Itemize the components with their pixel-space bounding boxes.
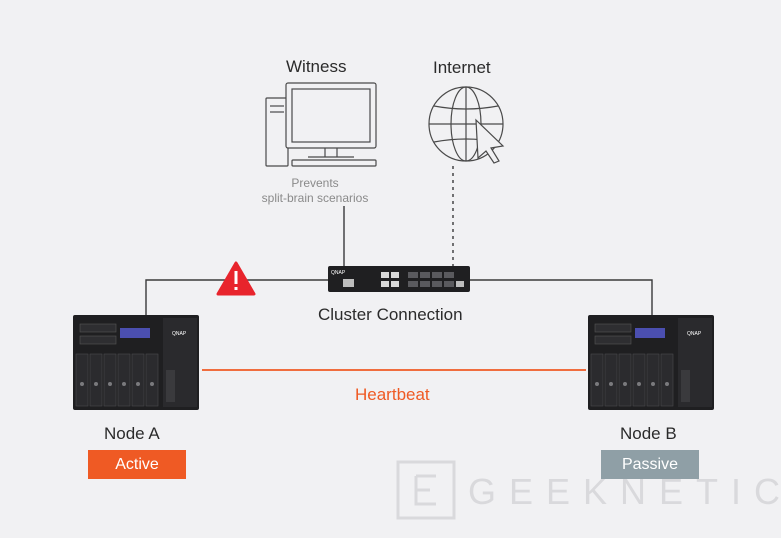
node-a-label: Node A bbox=[104, 424, 160, 443]
network-switch: QNAP bbox=[328, 266, 470, 292]
node-a-brand: QNAP bbox=[172, 331, 187, 337]
internet-title: Internet bbox=[433, 58, 491, 77]
warning-triangle-icon bbox=[216, 261, 256, 296]
cluster-connection-label: Cluster Connection bbox=[318, 305, 463, 324]
node-a-status-badge: Active bbox=[88, 450, 186, 479]
node-b-label: Node B bbox=[620, 424, 677, 443]
node-a-to-switch-line bbox=[145, 279, 328, 318]
watermark-logo-icon bbox=[396, 460, 456, 520]
node-b-nas: QNAP bbox=[588, 315, 714, 410]
heartbeat-label: Heartbeat bbox=[355, 385, 430, 404]
witness-note-line1: Prevents bbox=[291, 176, 339, 190]
switch-to-node-b-line bbox=[470, 279, 653, 318]
connection-lines bbox=[145, 166, 653, 318]
globe-cursor-icon bbox=[428, 86, 505, 164]
witness-title: Witness bbox=[286, 57, 347, 76]
switch-brand: QNAP bbox=[331, 270, 346, 276]
witness-note-line2: split-brain scenarios bbox=[261, 191, 369, 205]
desktop-computer-icon bbox=[265, 82, 377, 167]
witness-note: Prevents split-brain scenarios bbox=[240, 176, 390, 206]
node-a-nas: QNAP bbox=[73, 315, 199, 410]
node-b-brand: QNAP bbox=[687, 331, 702, 337]
node-b-status-badge: Passive bbox=[601, 450, 699, 479]
watermark-text: GEEKNETIC bbox=[468, 471, 781, 512]
watermark: GEEKNETIC bbox=[396, 460, 780, 520]
